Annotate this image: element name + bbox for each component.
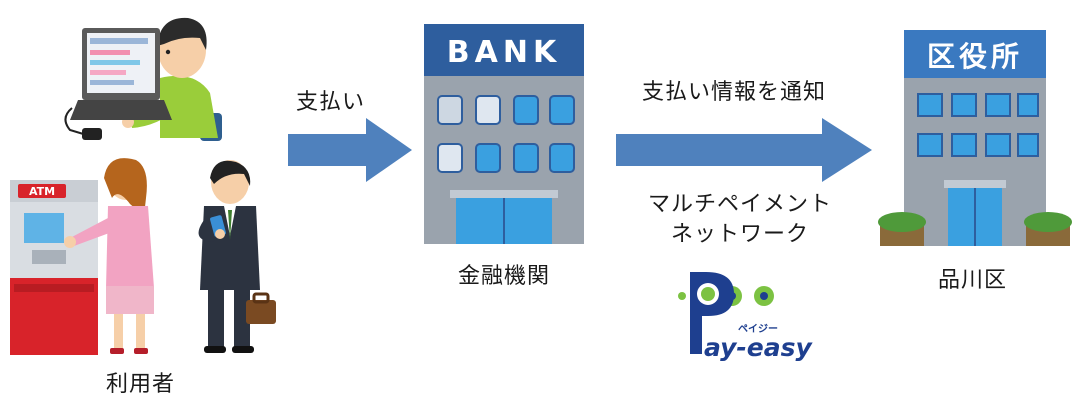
atm-user-illustration: ATM [10,158,154,355]
laptop-user-illustration [64,17,222,141]
payment-arrow [288,118,412,182]
office-sign-text: 区役所 [927,40,1023,73]
bank-sign-text: BANK [447,35,561,70]
smartphone-user-illustration [198,160,276,353]
atm-sign: ATM [29,185,55,198]
payeasy-logo: ペイジー ay-easy [678,272,813,362]
network-label-line2: ネットワーク [670,222,809,247]
bank-building-illustration: BANK [424,24,584,244]
payeasy-reading: ペイジー [738,323,778,335]
bank-label: 金融機関 [458,264,551,289]
payment-label: 支払い [296,90,366,115]
network-label-line1: マルチペイメント [647,192,832,217]
city-office-illustration: 区役所 [878,30,1072,246]
user-label: 利用者 [106,372,176,397]
payeasy-wordmark: ay-easy [704,333,813,362]
notify-arrow [616,118,872,182]
office-label: 品川区 [938,268,1008,293]
notify-label: 支払い情報を通知 [642,80,827,105]
